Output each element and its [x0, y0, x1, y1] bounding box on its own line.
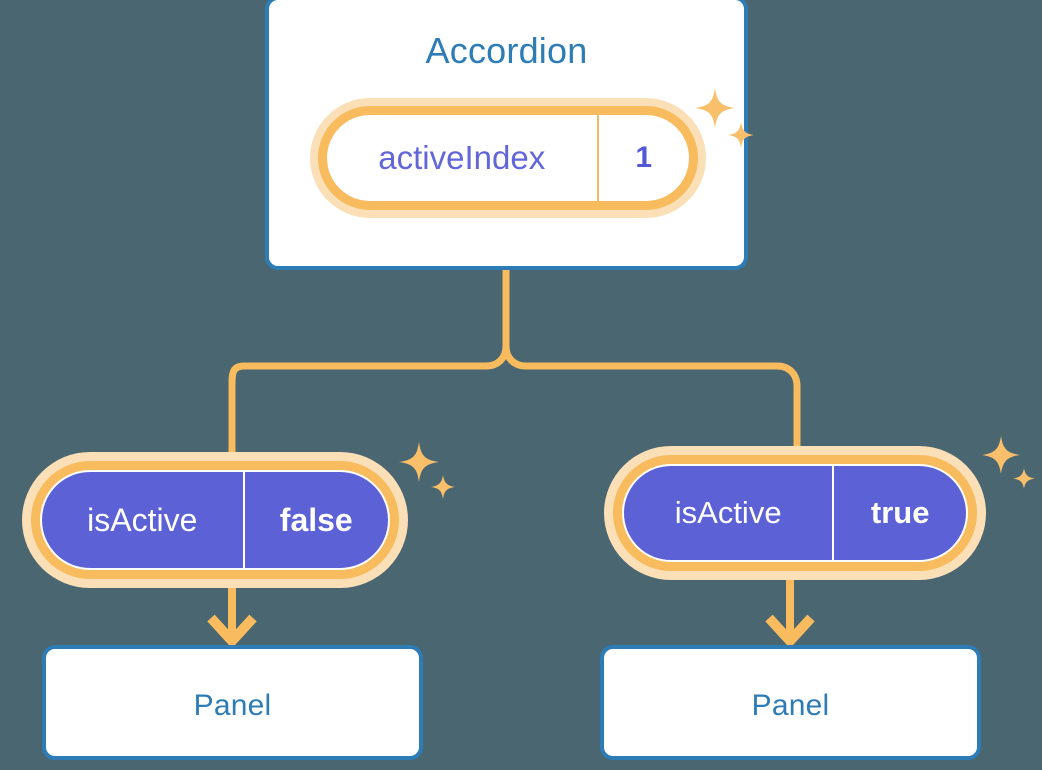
- pill-body: activeIndex 1: [327, 115, 689, 201]
- connector-root-to-left: [228, 266, 510, 456]
- arrow-down-icon-left: [207, 588, 257, 649]
- state-value-label: true: [832, 466, 966, 560]
- state-pill-is-active-left[interactable]: isActive false: [22, 452, 408, 588]
- state-value-label: false: [242, 472, 389, 568]
- panel-left[interactable]: Panel: [42, 645, 423, 760]
- state-value-label: 1: [596, 115, 690, 201]
- sparkle-icon-right: [982, 436, 1042, 498]
- state-pill-is-active-right[interactable]: isActive true: [604, 446, 986, 580]
- state-pill-active-index[interactable]: activeIndex 1: [310, 98, 706, 218]
- state-key-label: isActive: [674, 495, 782, 530]
- pill-body: isActive false: [40, 470, 390, 570]
- panel-left-title: Panel: [193, 689, 272, 722]
- accordion-card-title: Accordion: [425, 30, 588, 71]
- panel-right-title: Panel: [751, 689, 830, 722]
- arrow-down-icon-right: [765, 580, 815, 649]
- pill-body: isActive true: [622, 464, 968, 562]
- connector-root-to-right: [502, 266, 801, 456]
- panel-right[interactable]: Panel: [600, 645, 981, 760]
- state-key-label: activeIndex: [378, 139, 546, 176]
- state-key-label: isActive: [87, 501, 198, 538]
- sparkle-icon-left: [399, 442, 465, 508]
